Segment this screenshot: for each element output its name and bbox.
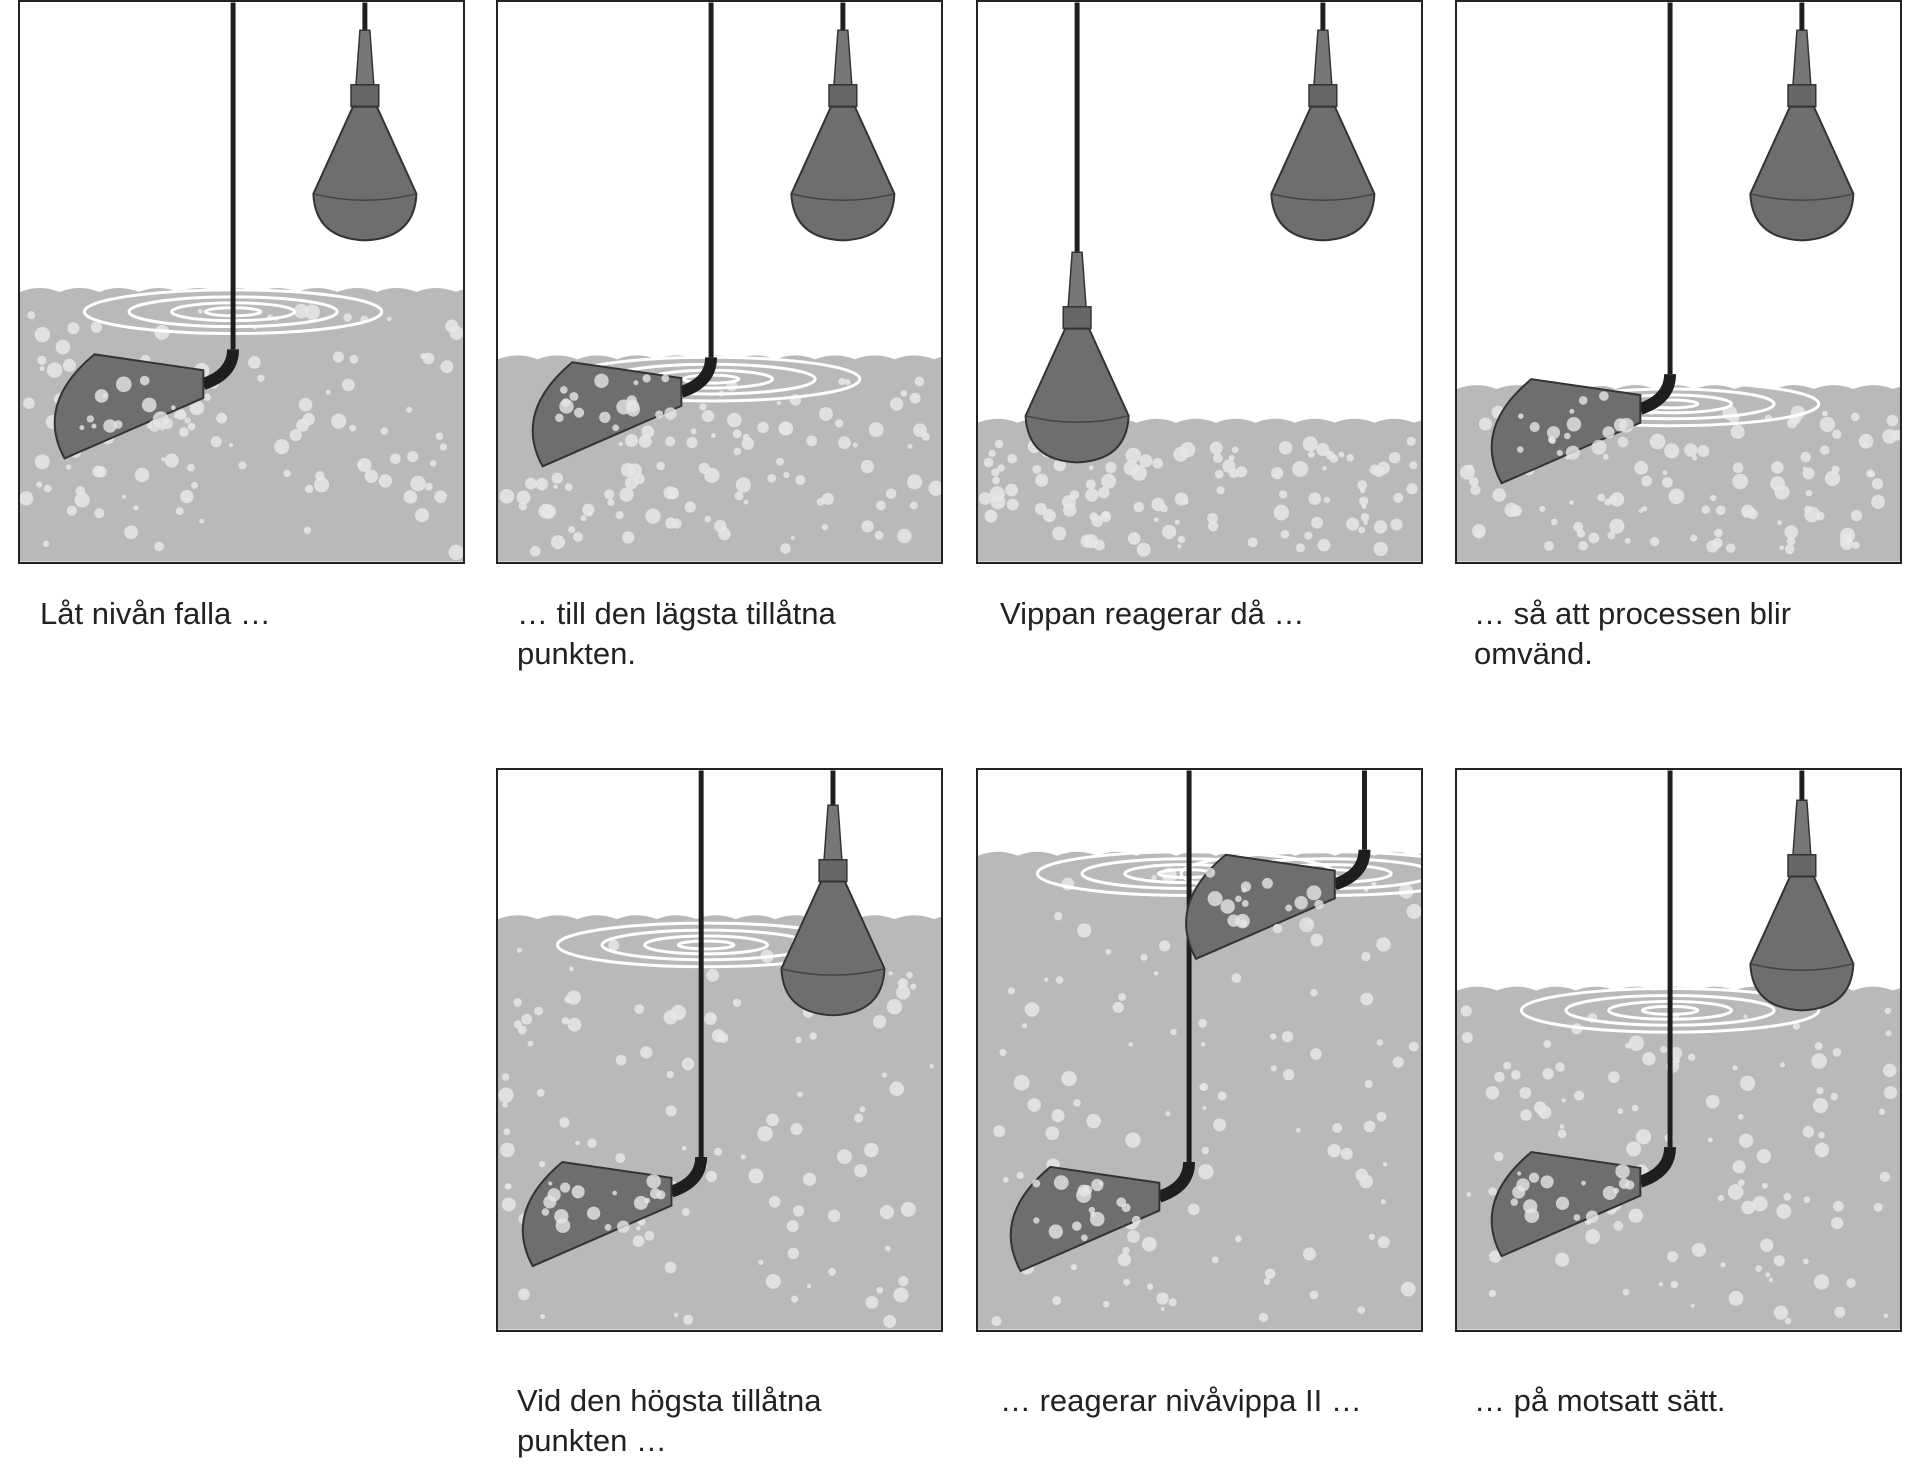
caption-7: … på motsatt sätt. xyxy=(1474,1381,1726,1421)
panel-1-illustration xyxy=(20,2,463,562)
float-hanging-icon xyxy=(1750,3,1853,241)
panel-7-illustration xyxy=(1457,770,1900,1330)
caption-4: … så att processen blir omvänd. xyxy=(1474,594,1791,674)
float-hanging-icon xyxy=(781,771,884,1016)
panel-2-illustration xyxy=(498,2,941,562)
panel-6-illustration xyxy=(978,770,1421,1330)
panel-3-float-reacts xyxy=(976,0,1423,564)
caption-5: Vid den högsta tillåtna punkten … xyxy=(517,1381,822,1461)
caption-3: Vippan reagerar då … xyxy=(1000,594,1304,634)
panel-5-highest-point xyxy=(496,768,943,1332)
panel-4-illustration xyxy=(1457,2,1900,562)
panel-6-float-ii-reacts xyxy=(976,768,1423,1332)
caption-1: Låt nivån falla … xyxy=(40,594,271,634)
float-surface-icon xyxy=(533,3,711,467)
panel-1-level-falling xyxy=(18,0,465,564)
panel-4-process-reversed xyxy=(1455,0,1902,564)
caption-6: … reagerar nivåvippa II … xyxy=(1000,1381,1362,1421)
panel-3-illustration xyxy=(978,2,1421,562)
float-surface-icon xyxy=(1492,3,1670,484)
caption-2: … till den lägsta tillåtna punkten. xyxy=(517,594,836,674)
float-hanging-icon xyxy=(313,3,416,241)
float-hanging-icon xyxy=(1750,771,1853,1011)
float-hanging-icon xyxy=(1271,3,1374,241)
float-hanging-icon xyxy=(1026,3,1129,463)
panel-7-opposite-way xyxy=(1455,768,1902,1332)
float-hanging-icon xyxy=(791,3,894,241)
panel-2-lowest-point xyxy=(496,0,943,564)
panel-5-illustration xyxy=(498,770,941,1330)
